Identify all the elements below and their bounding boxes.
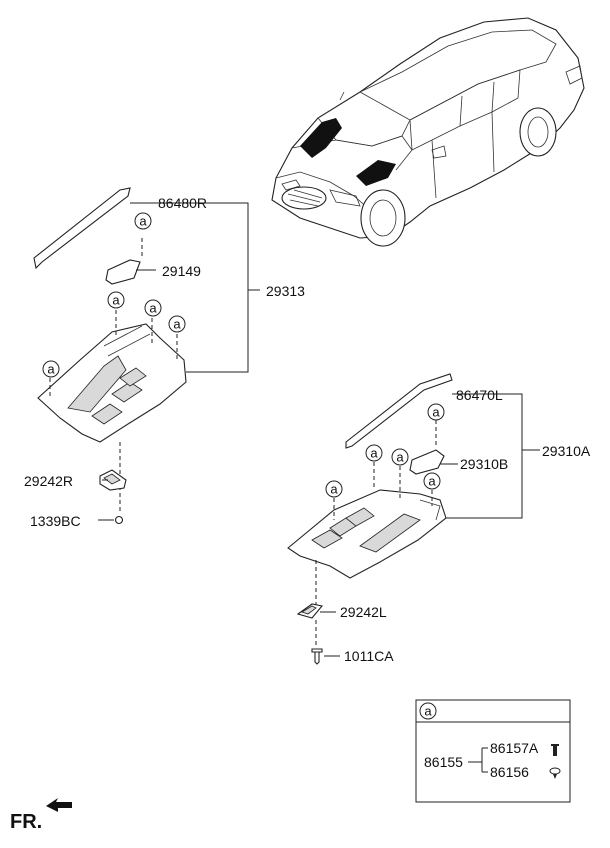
fastener-legend: a 86155 86157A 86156 [415, 699, 571, 803]
svg-text:a: a [173, 317, 181, 332]
weatherstrip-86480R [33, 187, 131, 270]
callout-a-3: a [144, 299, 162, 317]
bracket-29310B [409, 449, 445, 475]
legend-child-86156: 86156 [490, 764, 529, 780]
svg-text:a: a [432, 405, 440, 420]
svg-text:a: a [330, 482, 338, 497]
screw-1011CA [311, 648, 323, 665]
label-86480R: 86480R [158, 195, 207, 211]
legend-parent-86155: 86155 [424, 754, 463, 770]
svg-text:a: a [47, 362, 55, 377]
lh-assembly [287, 373, 540, 665]
svg-text:a: a [149, 301, 157, 316]
label-1011CA: 1011CA [344, 648, 394, 664]
front-arrow-icon [46, 798, 72, 812]
label-29242L: 29242L [340, 604, 387, 620]
clip-icon [549, 767, 561, 779]
callout-a-6: a [427, 403, 445, 421]
svg-text:a: a [428, 474, 436, 489]
car-illustration [271, 17, 585, 247]
callout-a-1: a [134, 212, 152, 230]
callout-a-7: a [365, 444, 383, 462]
nut-1339BC [114, 515, 124, 525]
label-29242R: 29242R [24, 473, 73, 489]
svg-text:a: a [370, 446, 378, 461]
callout-a-2: a [107, 291, 125, 309]
bracket-29149 [105, 259, 141, 285]
label-29149: 29149 [162, 263, 201, 279]
front-direction-indicator: FR. [10, 798, 72, 833]
label-29310B: 29310B [460, 456, 508, 472]
rh-assembly [33, 187, 260, 525]
callout-a-9: a [423, 472, 441, 490]
label-1339BC: 1339BC [30, 513, 81, 529]
pin-icon [551, 744, 559, 756]
label-29310A: 29310A [542, 443, 591, 459]
svg-text:a: a [396, 450, 404, 465]
label-86470L: 86470L [456, 387, 503, 403]
weatherstrip-86470L [345, 373, 453, 449]
under-cover-29310A [287, 489, 447, 579]
hood-insulator-mark-left [300, 118, 342, 158]
svg-text:a: a [139, 214, 147, 229]
callout-a-8: a [391, 448, 409, 466]
hood-insulator-mark-right [356, 160, 396, 186]
callout-a-4: a [168, 315, 186, 333]
fr-label: FR. [10, 811, 42, 833]
legend-child-86157A: 86157A [490, 740, 539, 756]
label-29313: 29313 [266, 283, 305, 299]
callout-a-10: a [325, 480, 343, 498]
callout-a-5: a [42, 360, 60, 378]
svg-text:a: a [112, 293, 120, 308]
legend-header: a [424, 704, 432, 719]
